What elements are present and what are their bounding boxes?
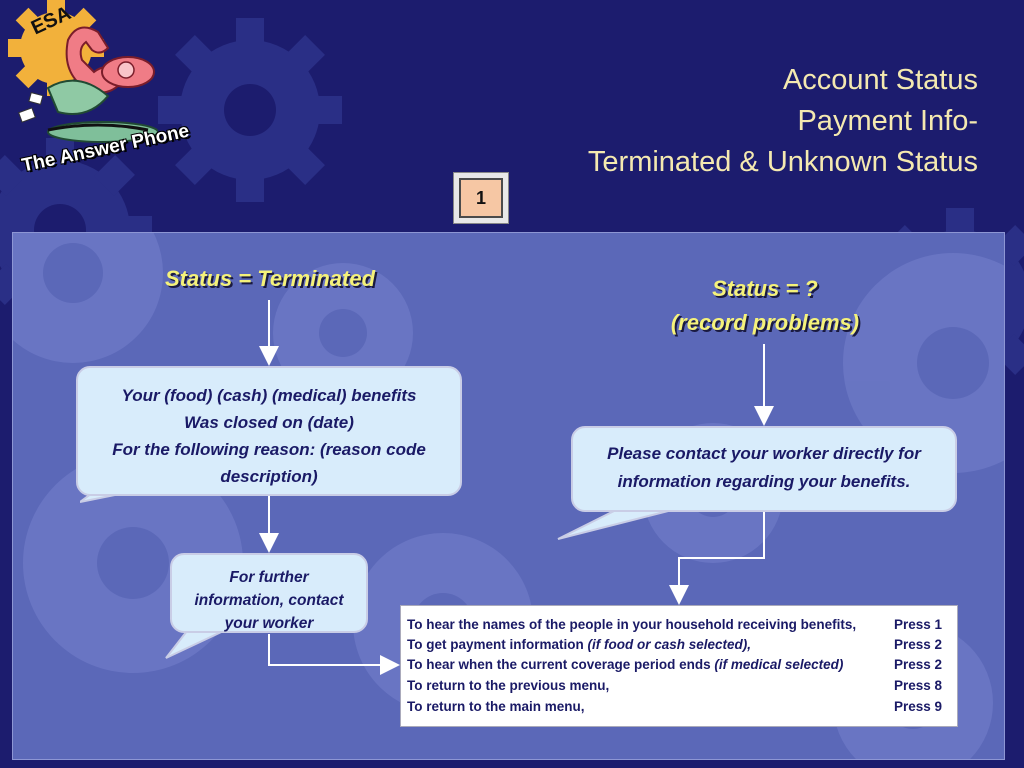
unknown-line-1: Please contact your worker directly for — [607, 444, 921, 463]
menu-row-text: To return to the previous menu, — [407, 678, 610, 693]
page-title: Account Status Payment Info- Terminated … — [588, 60, 978, 183]
page-number: 1 — [459, 178, 503, 218]
status-unknown-label: Status = ? (record problems) — [620, 272, 910, 340]
contact-worker-bubble: For further information, contact your wo… — [170, 553, 368, 633]
status-unknown-line-2: (record problems) — [670, 310, 860, 335]
menu-row: To get payment information (if food or c… — [407, 637, 953, 657]
unknown-line-2: information regarding your benefits. — [617, 472, 911, 491]
contact-line-2: information, contact — [194, 592, 344, 609]
menu-row-key: Press 2 — [894, 657, 943, 672]
arrow-bubble-to-menu — [669, 512, 765, 605]
title-line-1: Account Status — [782, 64, 978, 96]
title-line-3: Terminated & Unknown Status — [587, 146, 978, 178]
menu-row-text: To get payment information (if food or c… — [407, 637, 752, 652]
menu-row: To hear the names of the people in your … — [407, 617, 953, 637]
terminated-line-3: For the following reason: (reason code — [112, 440, 426, 459]
esa-answer-phone-logo: ESA — [8, 0, 158, 143]
title-line-2: Payment Info- — [797, 105, 978, 137]
terminated-line-4: description) — [220, 467, 318, 486]
unknown-message-bubble: Please contact your worker directly for … — [571, 426, 957, 512]
menu-row-text: To return to the main menu, — [407, 699, 585, 714]
menu-row: To return to the previous menu, Press 8 — [407, 678, 953, 698]
contact-line-3: your worker — [224, 615, 314, 632]
menu-row: To hear when the current coverage period… — [407, 657, 953, 677]
menu-row-key: Press 9 — [894, 699, 943, 714]
menu-row-key: Press 2 — [894, 637, 943, 652]
menu-row-key: Press 1 — [894, 617, 943, 632]
menu-row-text: To hear the names of the people in your … — [407, 617, 857, 632]
status-terminated-label: Status = Terminated — [164, 266, 376, 291]
menu-row-text: To hear when the current coverage period… — [407, 657, 844, 672]
contact-line-1: For further — [229, 569, 309, 586]
phone-menu-options: To hear the names of the people in your … — [400, 605, 958, 727]
status-unknown-line-1: Status = ? — [712, 276, 818, 301]
terminated-line-2: Was closed on (date) — [184, 413, 354, 432]
terminated-line-1: Your (food) (cash) (medical) benefits — [121, 386, 417, 405]
menu-row: To return to the main menu, Press 9 — [407, 699, 953, 719]
page-number-badge: 1 — [453, 172, 509, 224]
arrow-contact-to-menu — [268, 634, 400, 675]
menu-row-key: Press 8 — [894, 678, 943, 693]
terminated-message-bubble: Your (food) (cash) (medical) benefits Wa… — [76, 366, 462, 496]
